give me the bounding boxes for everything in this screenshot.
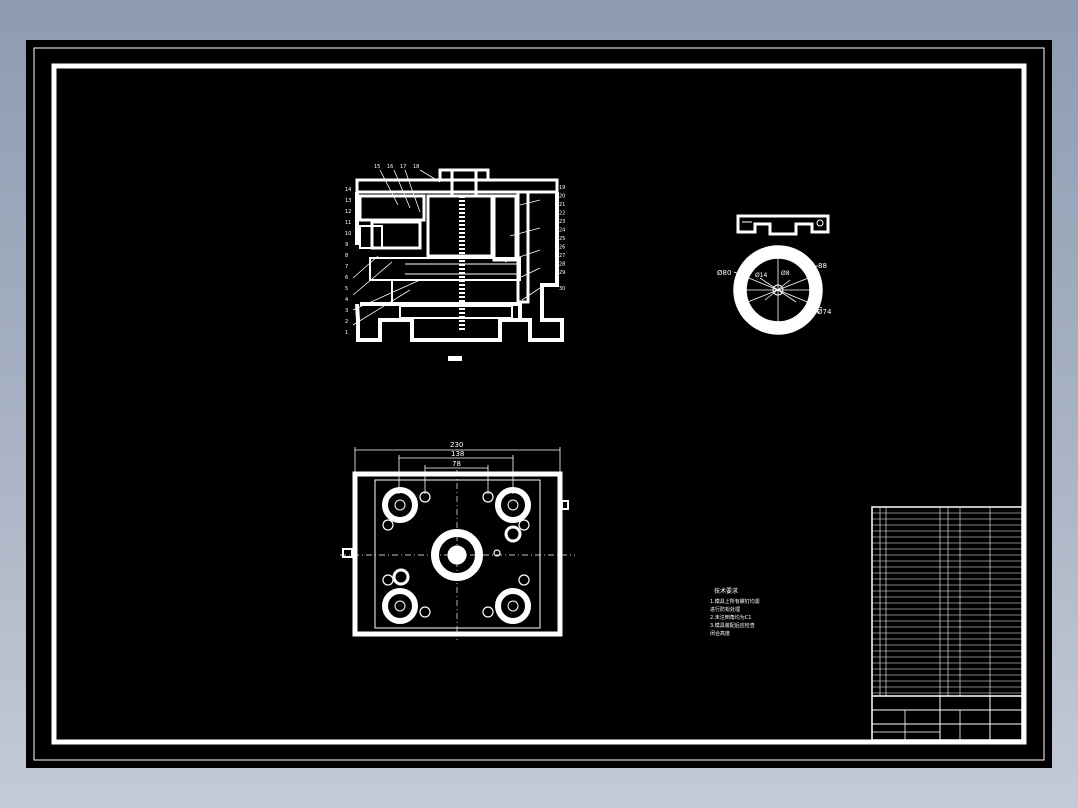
left-insert: [359, 225, 383, 249]
ring-dim-right-top: 88: [818, 262, 827, 270]
balloon-label: 19: [559, 185, 565, 191]
balloon-label: 6: [345, 275, 348, 281]
balloon-label: 25: [559, 236, 565, 242]
guide-post: [516, 190, 530, 304]
balloon-label: 14: [345, 187, 351, 193]
balloon-label: 22: [559, 211, 565, 217]
die-plan-view: [340, 447, 575, 640]
balloon-label: 30: [559, 286, 565, 292]
die-body-outline: [355, 192, 564, 342]
ring-side-view: [736, 214, 830, 236]
balloon-label: 11: [345, 220, 351, 226]
plan-dim-middle: 138: [451, 450, 464, 458]
balloon-label: 2: [345, 319, 348, 325]
dowel-pin: [392, 568, 410, 586]
balloon-label: 21: [559, 202, 565, 208]
balloon-label: 18: [413, 164, 419, 170]
ring-dim-center: Ø8: [781, 270, 790, 277]
dowel-pin: [504, 525, 522, 543]
balloon-label: 9: [345, 242, 348, 248]
balloon-label: 26: [559, 245, 565, 251]
ring-dim-outer: Ø80: [717, 269, 731, 277]
section-view-label-mark: [448, 356, 462, 361]
parts-list-table: [871, 506, 1023, 741]
notes-line: 3.模具装配后应检查: [710, 622, 755, 629]
punch-block: [370, 220, 422, 250]
notes-line: 闭合高度: [710, 630, 730, 637]
balloon-label: 23: [559, 219, 565, 225]
guide-bushings: [382, 487, 531, 624]
notes-line: 进行防松处理: [710, 606, 740, 613]
die-section-view: [352, 168, 564, 342]
ring-dim-inner: Ø14: [755, 272, 768, 279]
lower-plate: [391, 279, 519, 305]
right-lug: [561, 500, 569, 510]
ring-part-view: [733, 214, 830, 335]
notes-line: 1.模具上所有螺钉均需: [710, 598, 760, 605]
balloon-label: 4: [345, 297, 348, 303]
screw-holes: [382, 491, 530, 618]
balloon-label: 13: [345, 198, 351, 204]
balloon-label: 5: [345, 286, 348, 292]
die-plate-outline: [352, 471, 563, 637]
leader-lines: [352, 169, 541, 326]
upper-plate: [355, 178, 559, 194]
central-die-ring: [431, 529, 483, 581]
balloon-label: 17: [400, 164, 406, 170]
section-balloons-top: 15 16 17 18: [374, 164, 419, 170]
balloon-label: 3: [345, 308, 348, 314]
plan-dim-overall: 230: [450, 441, 463, 449]
balloon-label: 29: [559, 270, 565, 276]
ring-dimension-lines: [733, 246, 823, 334]
die-plate-inner: [374, 479, 541, 629]
balloon-label: 28: [559, 262, 565, 268]
balloon-label: 1: [345, 330, 348, 336]
balloon-label: 20: [559, 194, 565, 200]
left-lug: [342, 548, 353, 558]
balloon-label: 24: [559, 228, 565, 234]
section-balloons-right: 19 20 21 22 23 24 25 26 27 28 29 30: [559, 185, 565, 292]
drawing-sheet: [26, 40, 1052, 768]
stripper-block: [358, 194, 426, 222]
title-block: [872, 695, 1022, 740]
balloon-label: 27: [559, 253, 565, 259]
notes-line: 2.未注倒角均为C1: [710, 614, 751, 621]
plan-dim-inner: 78: [452, 460, 461, 468]
balloon-label: 8: [345, 253, 348, 259]
drawing-border: [33, 47, 1045, 761]
ring-dim-right-bottom: Ø74: [817, 308, 832, 316]
right-block: [492, 194, 518, 262]
balloon-label: 15: [374, 164, 380, 170]
balloon-label: 7: [345, 264, 348, 270]
balloon-label: 10: [345, 231, 351, 237]
balloon-label: 12: [345, 209, 351, 215]
lower-base: [355, 302, 522, 342]
notes-title: 技术要求: [714, 587, 738, 595]
section-balloons-left: 14 13 12 11 10 9 8 7 6 5 4 3 2 1: [345, 187, 351, 336]
sprue-boss: [438, 168, 490, 196]
bottom-bolster: [399, 305, 513, 319]
balloon-label: 16: [387, 164, 393, 170]
